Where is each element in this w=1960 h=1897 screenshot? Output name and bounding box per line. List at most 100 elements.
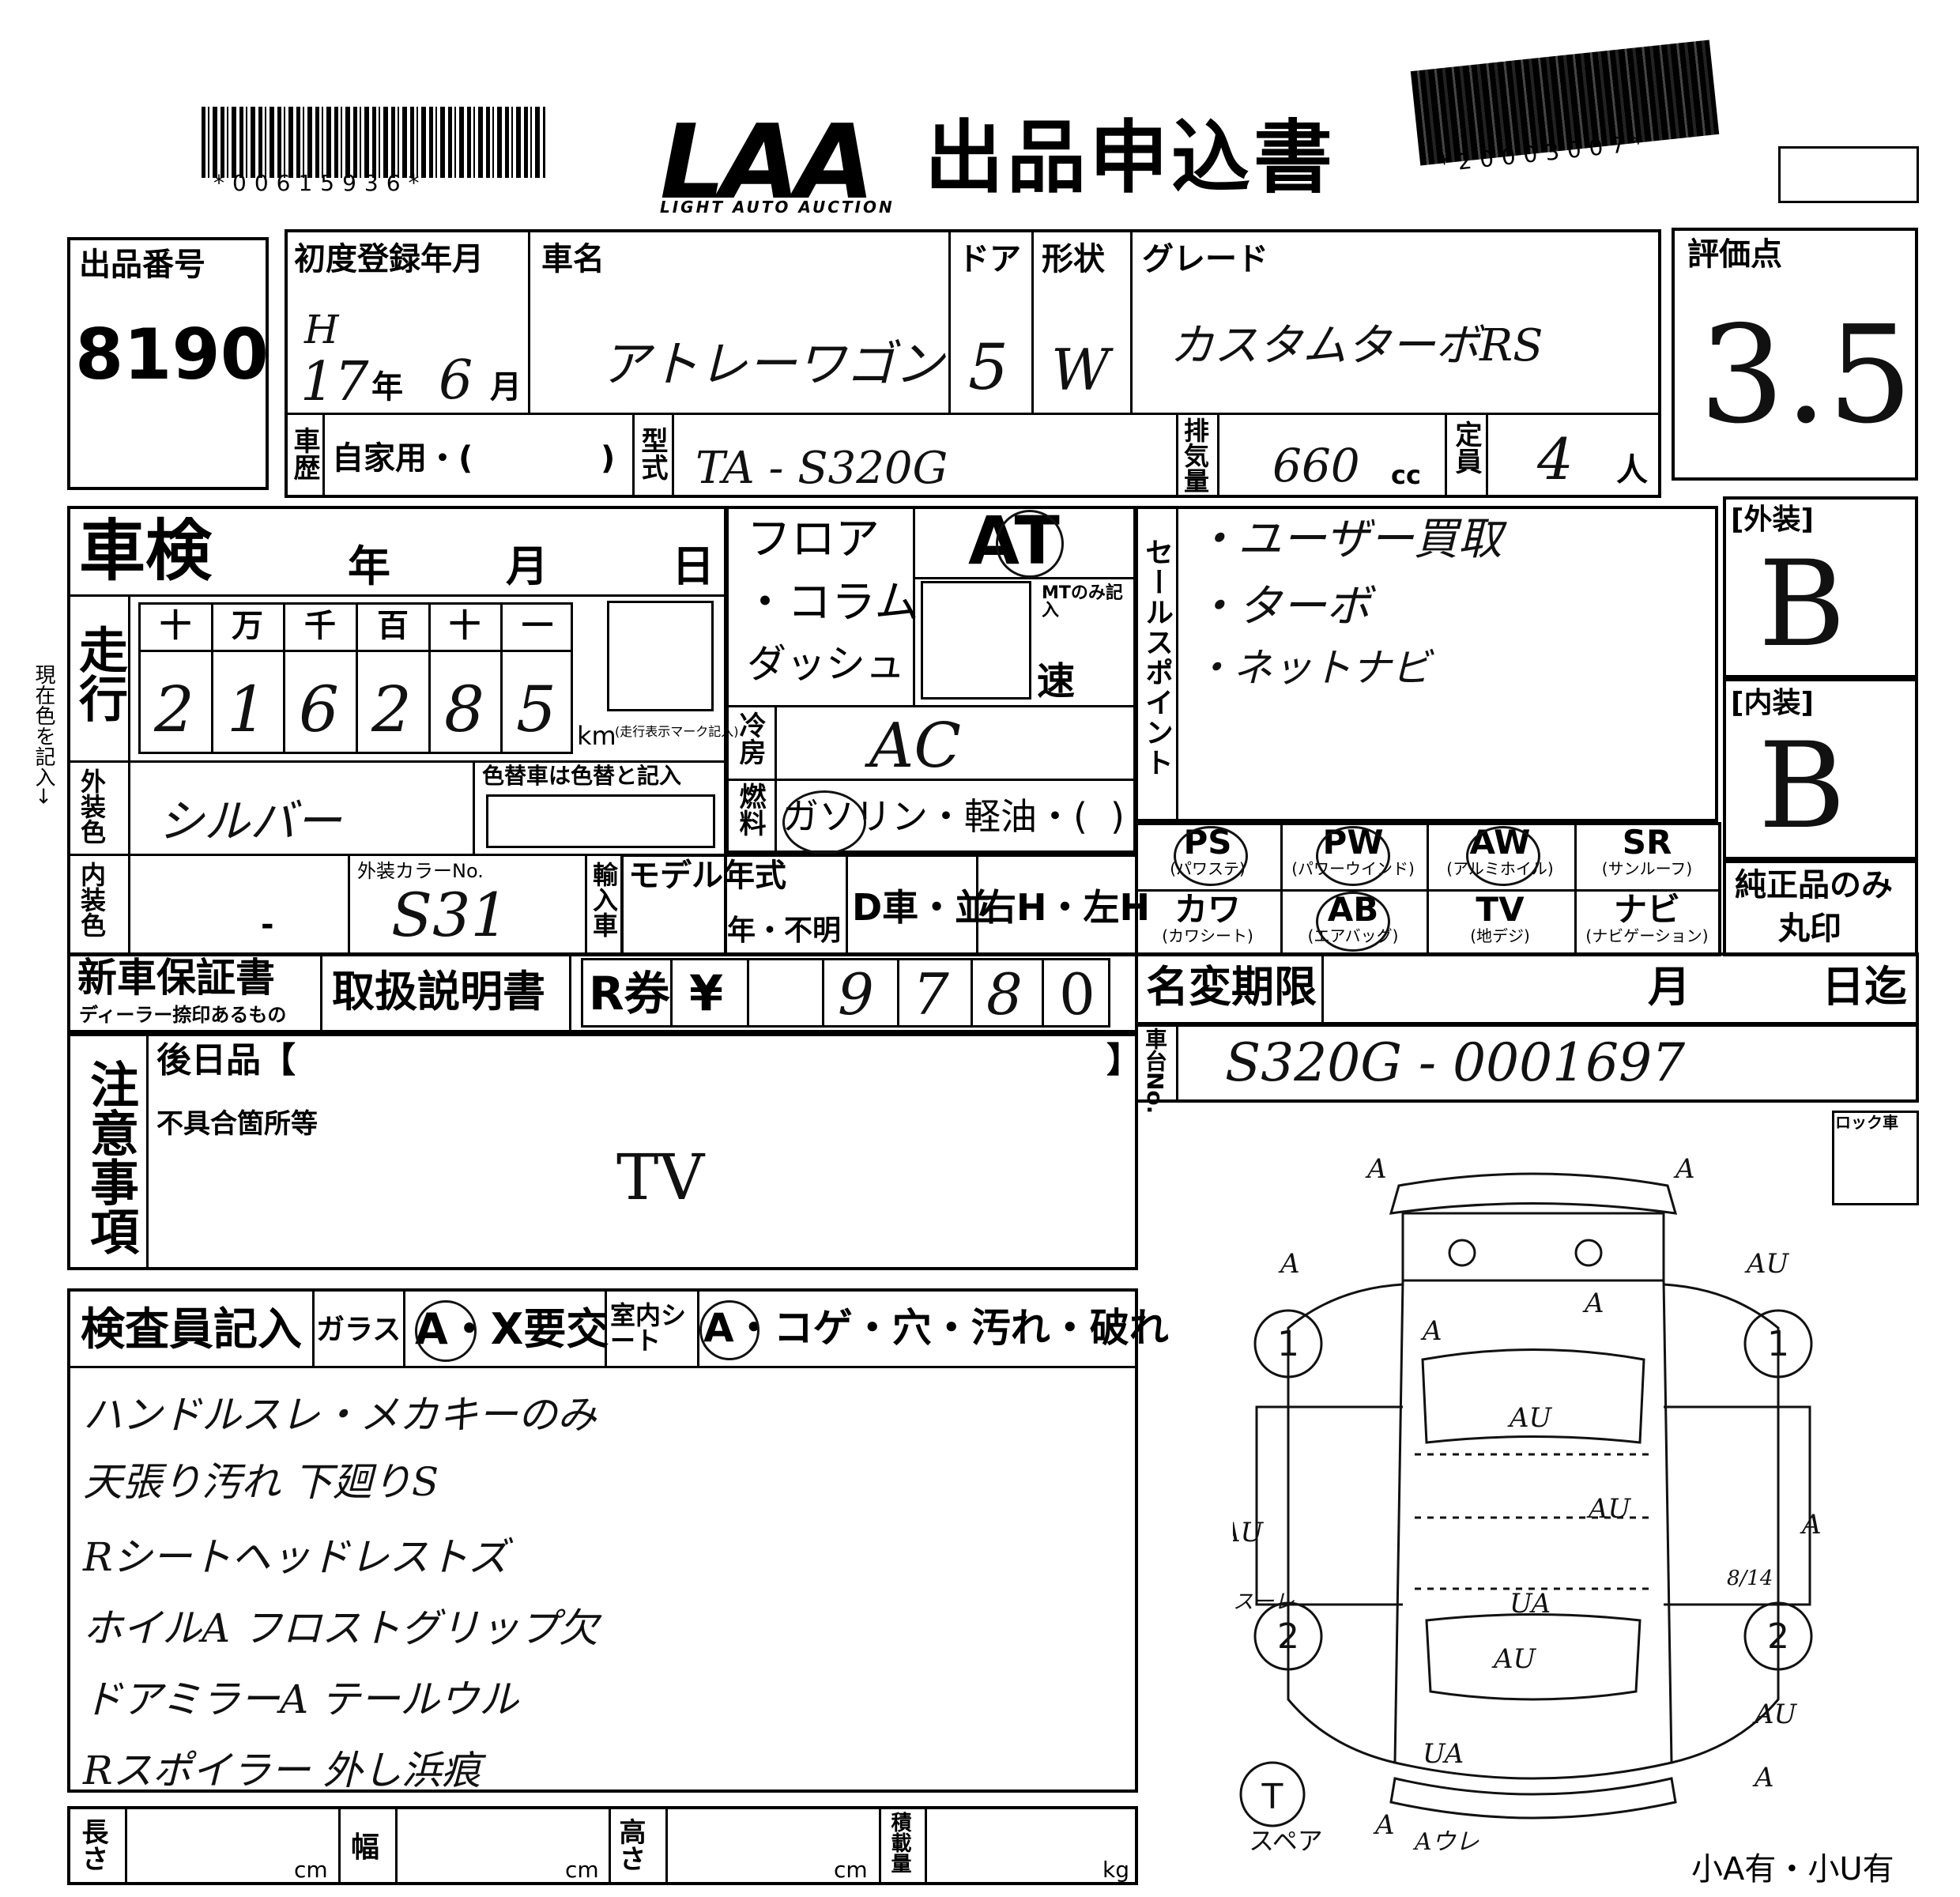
diagram-mark-6: AU [1507,1402,1553,1434]
shaken-year: 年 [348,541,390,591]
shape-label: 形状 [1042,241,1105,277]
reg-label: 初度登録年月 [294,241,484,277]
tire-front-right: 1 [1767,1324,1789,1364]
spare-letter: T [1261,1777,1283,1817]
diagram-mark-16: A [1373,1809,1395,1841]
length-unit: cm [294,1857,328,1883]
seat-value: A・コゲ・穴・汚れ・破れ [703,1305,1169,1351]
shaken-label: 車検 [79,512,213,590]
lot-box [67,237,269,490]
later-close: 】 [1106,1040,1141,1080]
mileage-digit-5: 5 [516,673,556,746]
barcode-left-number: *00615936* [213,170,428,196]
length-label: 長さ [77,1818,108,1872]
mileage-digit-1: 1 [227,673,267,746]
exterior-color-value: シルバー [158,794,342,848]
model-year-label: モデル年式 [628,858,786,894]
mt-speed-box [921,581,1031,700]
diagram-side-note-left: スーレ [1233,1590,1295,1614]
diagram-bottom-note: Aウレ [1412,1828,1479,1856]
recycle-currency: ¥ [689,964,724,1022]
dealer-value: D車・並 [852,886,992,929]
model-value: TA - S320G [695,443,948,494]
option-leather[interactable]: カワ (カワシート) [1162,890,1253,946]
fuel-label: 燃料 [734,783,766,836]
genuine-line2: 丸印 [1778,911,1841,947]
small-marks: 小A有・小U有 [1691,1851,1894,1888]
recycle-digit-2: 9 [838,961,874,1028]
diagram-mark-7: AU [1233,1517,1265,1548]
mileage-place-0: 十 [160,608,191,644]
lot-number: 8190 [75,314,269,395]
score-label: 評価点 [1687,236,1782,273]
corner-blank-box [1778,146,1919,203]
score-value: 3.5 [1699,297,1913,454]
inspector-line-5: ドアミラーA テールウル [83,1676,519,1722]
height-label: 高さ [614,1818,646,1872]
notes-box [67,1033,1138,1270]
seat-label: 室内シート [610,1300,687,1356]
option-sr[interactable]: SR (サンルーフ) [1601,823,1693,879]
mileage-place-3: 百 [377,608,409,644]
recycle-digit-4: 8 [986,961,1023,1028]
sales-point-3: ・ネットナビ [1193,645,1430,691]
diagram-mark-14: AU [1586,1493,1632,1525]
capacity-unit: 人 [1616,452,1648,488]
recycle-field [581,958,1110,1028]
displacement-label: 排気量 [1180,417,1210,493]
interior-grade-label: [内装] [1731,687,1814,719]
diagram-mark-9: AU [1491,1643,1537,1675]
pw-circle [1316,826,1390,886]
warranty-note: ディーラー捺印あるもの [79,1004,287,1026]
color-no-value: S31 [391,880,509,950]
model-year-value: 年・不明 [727,915,842,947]
diagram-mark-13: A [1752,1762,1774,1793]
mileage-digit-0: 2 [154,673,194,746]
shift-option-floor: フロア [747,514,880,565]
notes-label: 注意事項 [81,1059,139,1255]
height-unit: cm [834,1857,868,1883]
manual-label: 取扱説明書 [332,967,545,1016]
option-tv[interactable]: TV (地デジ) [1470,890,1530,946]
interior-color-value: - [261,907,274,943]
lock-label: ロック車 [1835,1113,1898,1132]
side-note: 現在色を記入→ [32,664,55,805]
mileage-place-5: 一 [522,608,553,644]
option-navi[interactable]: ナビ (ナビゲーション) [1585,890,1709,946]
fuel-close: ) [1110,795,1125,838]
capacity-label: 定員 [1450,421,1482,474]
car-name-value: アトレーワゴン [601,335,944,393]
mileage-place-2: 千 [304,608,336,644]
aircon-value: AC [869,711,962,782]
inspector-line-2: 天張り汚れ 下廻りS [83,1459,439,1505]
aw-circle [1466,826,1540,886]
exterior-grade-box [1723,496,1918,678]
interior-grade-value: B [1758,718,1846,855]
warranty-label: 新車保証書 [77,955,275,1001]
reg-era: H [304,307,339,353]
shift-option-column: ・コラム [743,577,919,628]
dimensions-box [67,1806,1138,1885]
shift-circle [996,510,1064,578]
displacement-unit: cc [1391,460,1421,490]
spare-label: スペア [1249,1826,1323,1856]
interior-grade-box [1723,678,1918,860]
inspector-line-6: Rスポイラー 外し浜痕 [83,1748,481,1793]
shift-option-dash: ダッシュ [747,641,905,687]
diagram-mark-2: A [1673,1153,1695,1185]
shaken-day: 日 [672,541,714,591]
handle-value: 右H・左H [980,886,1150,929]
defect-value: TV [616,1141,705,1214]
mt-speed-unit: 速 [1037,659,1076,703]
repaint-label: 色替車は色替と記入 [482,763,682,789]
door-value: 5 [968,330,1008,404]
exterior-grade-value: B [1758,536,1846,673]
displacement-value: 660 [1272,439,1360,492]
later-label: 後日品【 [156,1040,296,1080]
inspector-line-1: ハンドルスレ・メカキーのみ [83,1392,597,1438]
grade-label: グレード [1142,241,1268,277]
recycle-digit-5: 0 [1059,961,1095,1028]
chassis-value: S320G - 0001697 [1225,1032,1686,1093]
reg-year-unit: 年 [371,369,403,405]
grade-value: カスタムターボRS [1170,320,1544,371]
